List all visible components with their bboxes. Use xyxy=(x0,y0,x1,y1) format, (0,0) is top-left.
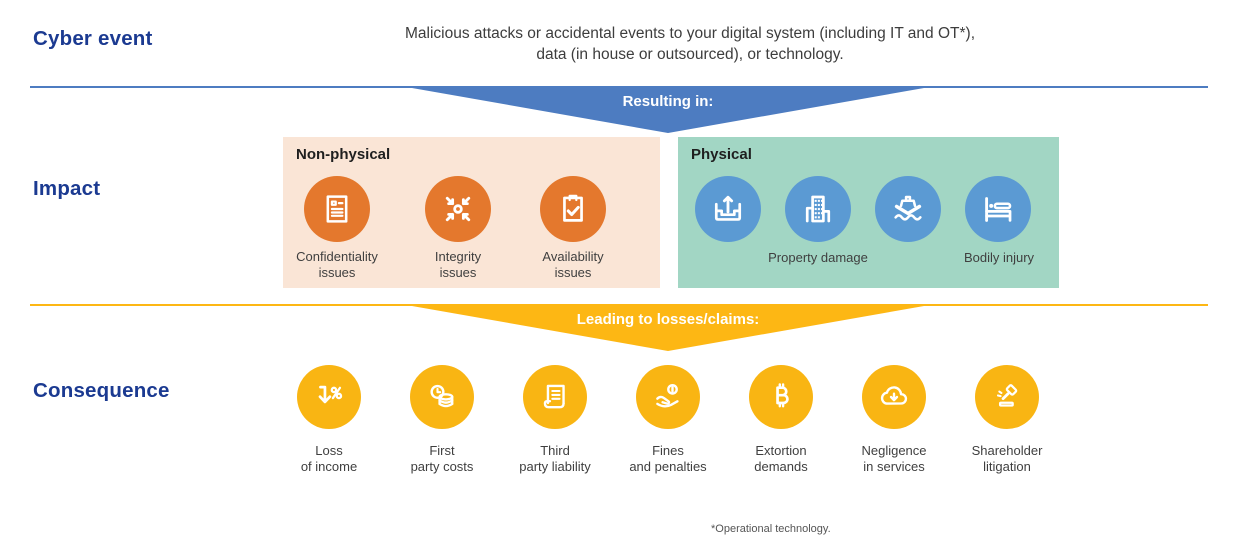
confidentiality-circle xyxy=(304,176,370,242)
resulting-chevron-shape xyxy=(412,88,924,133)
fines-penalties-item: Fines and penalties xyxy=(610,365,726,474)
third-party-liability-label: Third party liability xyxy=(519,443,591,474)
resulting-banner-label: Resulting in: xyxy=(622,93,714,110)
clock-coins-icon xyxy=(430,384,454,408)
hand-coin-icon xyxy=(656,383,679,408)
confidentiality-item: Confidentiality issues xyxy=(282,176,392,280)
cloud-download-icon xyxy=(880,386,908,405)
cyber-event-description: Malicious attacks or accidental events t… xyxy=(250,23,1130,65)
physical-title: Physical xyxy=(691,146,752,163)
ship-icon xyxy=(894,195,922,221)
goods-circle xyxy=(695,176,761,242)
footnote: *Operational technology. xyxy=(711,523,831,535)
first-party-costs-circle xyxy=(410,365,474,429)
property-circle xyxy=(785,176,851,242)
extortion-demands-circle xyxy=(749,365,813,429)
bitcoin-icon xyxy=(776,383,789,408)
cyber-event-label: Cyber event xyxy=(33,27,153,50)
first-party-costs-item: First party costs xyxy=(384,365,500,474)
first-party-costs-label: First party costs xyxy=(410,443,474,474)
negligence-label: Negligence in services xyxy=(861,443,927,474)
leading-chevron-shape xyxy=(412,306,924,351)
shareholder-litigation-label: Shareholder litigation xyxy=(971,443,1043,474)
building-icon xyxy=(805,195,831,223)
description-line-1: Malicious attacks or accidental events t… xyxy=(404,25,976,42)
converging-arrows-icon xyxy=(445,196,471,222)
impact-label: Impact xyxy=(33,177,101,200)
third-party-liability-circle xyxy=(523,365,587,429)
availability-item: Availability issues xyxy=(518,176,628,280)
injury-circle xyxy=(965,176,1031,242)
bed-icon xyxy=(985,197,1012,222)
negligence-circle xyxy=(862,365,926,429)
gavel-icon xyxy=(996,384,1018,407)
loss-of-income-item: Loss of income xyxy=(271,365,387,474)
availability-label: Availability issues xyxy=(542,249,604,280)
physical-box: Physical xyxy=(678,137,1059,288)
shareholder-litigation-item: Shareholder litigation xyxy=(949,365,1065,474)
description-line-2: data (in house or outsourced), or techno… xyxy=(536,46,844,63)
integrity-item: Integrity issues xyxy=(403,176,513,280)
loss-of-income-circle xyxy=(297,365,361,429)
property-damage-label: Property damage xyxy=(768,250,868,265)
scroll-icon xyxy=(543,384,565,409)
bodily-injury-label: Bodily injury xyxy=(963,250,1035,265)
clipboard-check-icon xyxy=(563,194,583,222)
integrity-label: Integrity issues xyxy=(434,249,482,280)
document-icon xyxy=(326,195,348,223)
confidentiality-label: Confidentiality issues xyxy=(296,249,378,280)
availability-circle xyxy=(540,176,606,242)
third-party-liability-item: Third party liability xyxy=(497,365,613,474)
consequence-label: Consequence xyxy=(33,379,170,402)
fines-penalties-label: Fines and penalties xyxy=(629,443,707,474)
integrity-circle xyxy=(425,176,491,242)
fines-penalties-circle xyxy=(636,365,700,429)
negligence-item: Negligence in services xyxy=(836,365,952,474)
ship-circle xyxy=(875,176,941,242)
resulting-divider-line xyxy=(30,86,1208,88)
loss-of-income-label: Loss of income xyxy=(300,443,358,474)
non-physical-title: Non-physical xyxy=(296,146,391,163)
leading-banner-label: Leading to losses/claims: xyxy=(576,311,760,328)
non-physical-box: Non-physical Confidentiality issues xyxy=(283,137,660,288)
leading-divider-line xyxy=(30,304,1208,306)
inbox-arrow-icon xyxy=(714,195,742,221)
extortion-demands-item: Extortion demands xyxy=(723,365,839,474)
income-loss-icon xyxy=(318,385,343,404)
extortion-demands-label: Extortion demands xyxy=(754,443,808,474)
shareholder-litigation-circle xyxy=(975,365,1039,429)
